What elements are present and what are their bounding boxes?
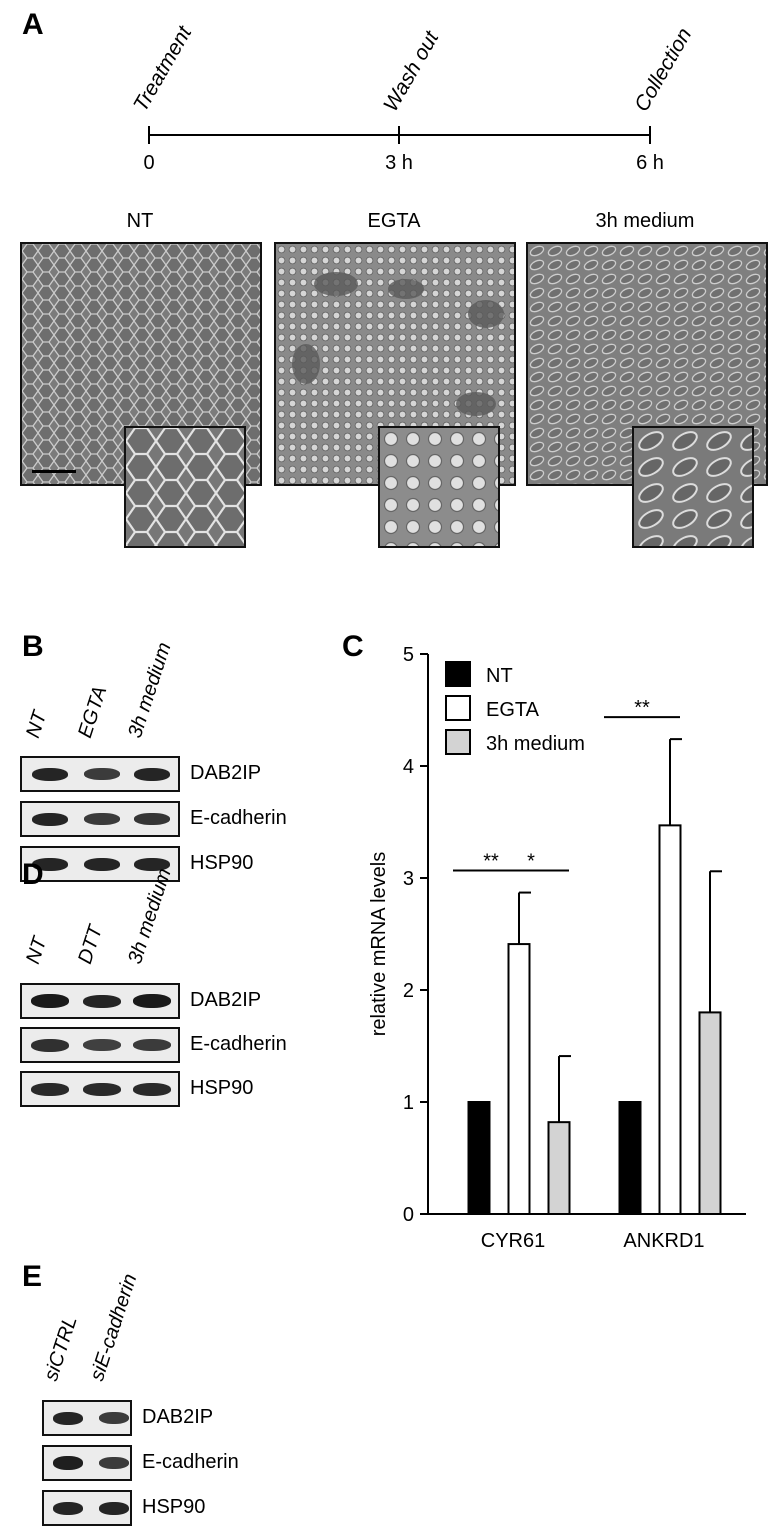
micrograph-3h-medium-inset xyxy=(632,426,754,548)
bar-nt-cyr61 xyxy=(467,1101,491,1215)
panel-label-c: C xyxy=(342,630,364,663)
micrograph-title-egta: EGTA xyxy=(367,210,421,232)
blotD-row-1 xyxy=(20,1027,180,1063)
blotD-row-label-2: HSP90 xyxy=(190,1077,254,1099)
blotB-row-label-1: E-cadherin xyxy=(190,807,287,829)
significance-label-1: * xyxy=(527,851,535,873)
blotD-band-2-0 xyxy=(31,1082,69,1096)
timeline-time-3h: 3 h xyxy=(385,152,413,174)
micrograph-title-3h-medium: 3h medium xyxy=(595,210,695,232)
bar-egta-cyr61 xyxy=(507,943,531,1216)
bar-3h-medium-cyr61 xyxy=(547,1121,571,1216)
bar-nt-ankrd1 xyxy=(618,1101,642,1215)
significance-label-0: ** xyxy=(483,851,499,873)
blotD-band-1-2 xyxy=(133,1039,171,1051)
blotB-band-0-1 xyxy=(84,768,120,780)
panel-label-b: B xyxy=(22,630,44,663)
timeline-tick-2 xyxy=(649,126,651,144)
legend-label-0: NT xyxy=(486,665,513,687)
blotE-row-label-1: E-cadherin xyxy=(142,1451,239,1473)
blotB-band-2-2 xyxy=(134,857,170,871)
legend-swatch-1 xyxy=(445,695,471,721)
blotD-band-0-0 xyxy=(31,994,69,1008)
micrograph-nt-inset xyxy=(124,426,246,548)
blotB-band-1-1 xyxy=(84,813,120,825)
panel-label-d: D xyxy=(22,858,44,891)
blotD-row-0 xyxy=(20,983,180,1019)
y-tick-label-1: 1 xyxy=(403,1092,414,1114)
blotE-band-2-0 xyxy=(53,1501,83,1515)
micrograph-egta-inset xyxy=(378,426,500,548)
blotE-row-label-0: DAB2IP xyxy=(142,1406,214,1428)
y-tick-label-0: 0 xyxy=(403,1204,414,1226)
blotB-band-2-1 xyxy=(84,857,120,871)
category-label-ankrd1: ANKRD1 xyxy=(623,1230,704,1252)
blotE-band-0-1 xyxy=(99,1412,129,1424)
significance-label-2: ** xyxy=(634,697,650,719)
blotD-band-1-1 xyxy=(83,1039,121,1051)
micrograph-3h-medium-inset-image xyxy=(634,428,752,546)
blotE-band-1-1 xyxy=(99,1457,129,1469)
blotB-band-1-2 xyxy=(134,813,170,825)
blotD-row-label-0: DAB2IP xyxy=(190,989,262,1011)
bar-egta-ankrd1 xyxy=(658,824,682,1215)
blotB-row-1 xyxy=(20,801,180,837)
blotB-row-0 xyxy=(20,756,180,792)
blotD-band-0-2 xyxy=(133,994,171,1008)
legend-label-2: 3h medium xyxy=(486,733,585,755)
timeline-time-0: 0 xyxy=(143,152,155,174)
y-tick-label-2: 2 xyxy=(403,980,414,1002)
blotB-band-0-0 xyxy=(32,767,68,781)
blotE-row-label-2: HSP90 xyxy=(142,1496,206,1518)
blotE-band-1-0 xyxy=(53,1456,83,1470)
legend-label-1: EGTA xyxy=(486,699,540,721)
timeline-time-6h: 6 h xyxy=(636,152,664,174)
blotE-band-2-1 xyxy=(99,1501,129,1515)
blotD-row-label-1: E-cadherin xyxy=(190,1033,287,1055)
blotB-band-1-0 xyxy=(32,812,68,826)
category-label-cyr61: CYR61 xyxy=(481,1230,545,1252)
blotB-row-label-0: DAB2IP xyxy=(190,762,262,784)
micrograph-egta-inset-image xyxy=(380,428,498,546)
blotB-band-2-0 xyxy=(32,857,68,871)
y-tick-label-4: 4 xyxy=(403,756,414,778)
blotE-row-1 xyxy=(42,1445,132,1481)
legend-swatch-2 xyxy=(445,729,471,755)
timeline-tick-1 xyxy=(398,126,400,144)
panel-label-e: E xyxy=(22,1260,43,1293)
blotE-row-2 xyxy=(42,1490,132,1526)
timeline-tick-0 xyxy=(148,126,150,144)
legend-swatch-0 xyxy=(445,661,471,687)
blotE-band-0-0 xyxy=(53,1411,83,1425)
bar-3h-medium-ankrd1 xyxy=(698,1011,722,1216)
scale-bar xyxy=(32,470,76,473)
blotB-row-label-2: HSP90 xyxy=(190,852,254,874)
blotB-band-0-2 xyxy=(134,767,170,781)
blotD-band-2-2 xyxy=(133,1082,171,1096)
blotE-row-0 xyxy=(42,1400,132,1436)
blotD-band-1-0 xyxy=(31,1038,69,1052)
y-tick-label-3: 3 xyxy=(403,868,414,890)
blotD-band-2-1 xyxy=(83,1082,121,1096)
y-tick-label-5: 5 xyxy=(403,644,414,666)
micrograph-title-nt: NT xyxy=(126,210,154,232)
blotD-band-0-1 xyxy=(83,994,121,1008)
y-axis-label: relative mRNA levels xyxy=(368,852,390,1037)
blotD-row-2 xyxy=(20,1071,180,1107)
micrograph-nt-inset-image xyxy=(126,428,244,546)
blotB-row-2 xyxy=(20,846,180,882)
panel-label-a: A xyxy=(22,8,44,41)
